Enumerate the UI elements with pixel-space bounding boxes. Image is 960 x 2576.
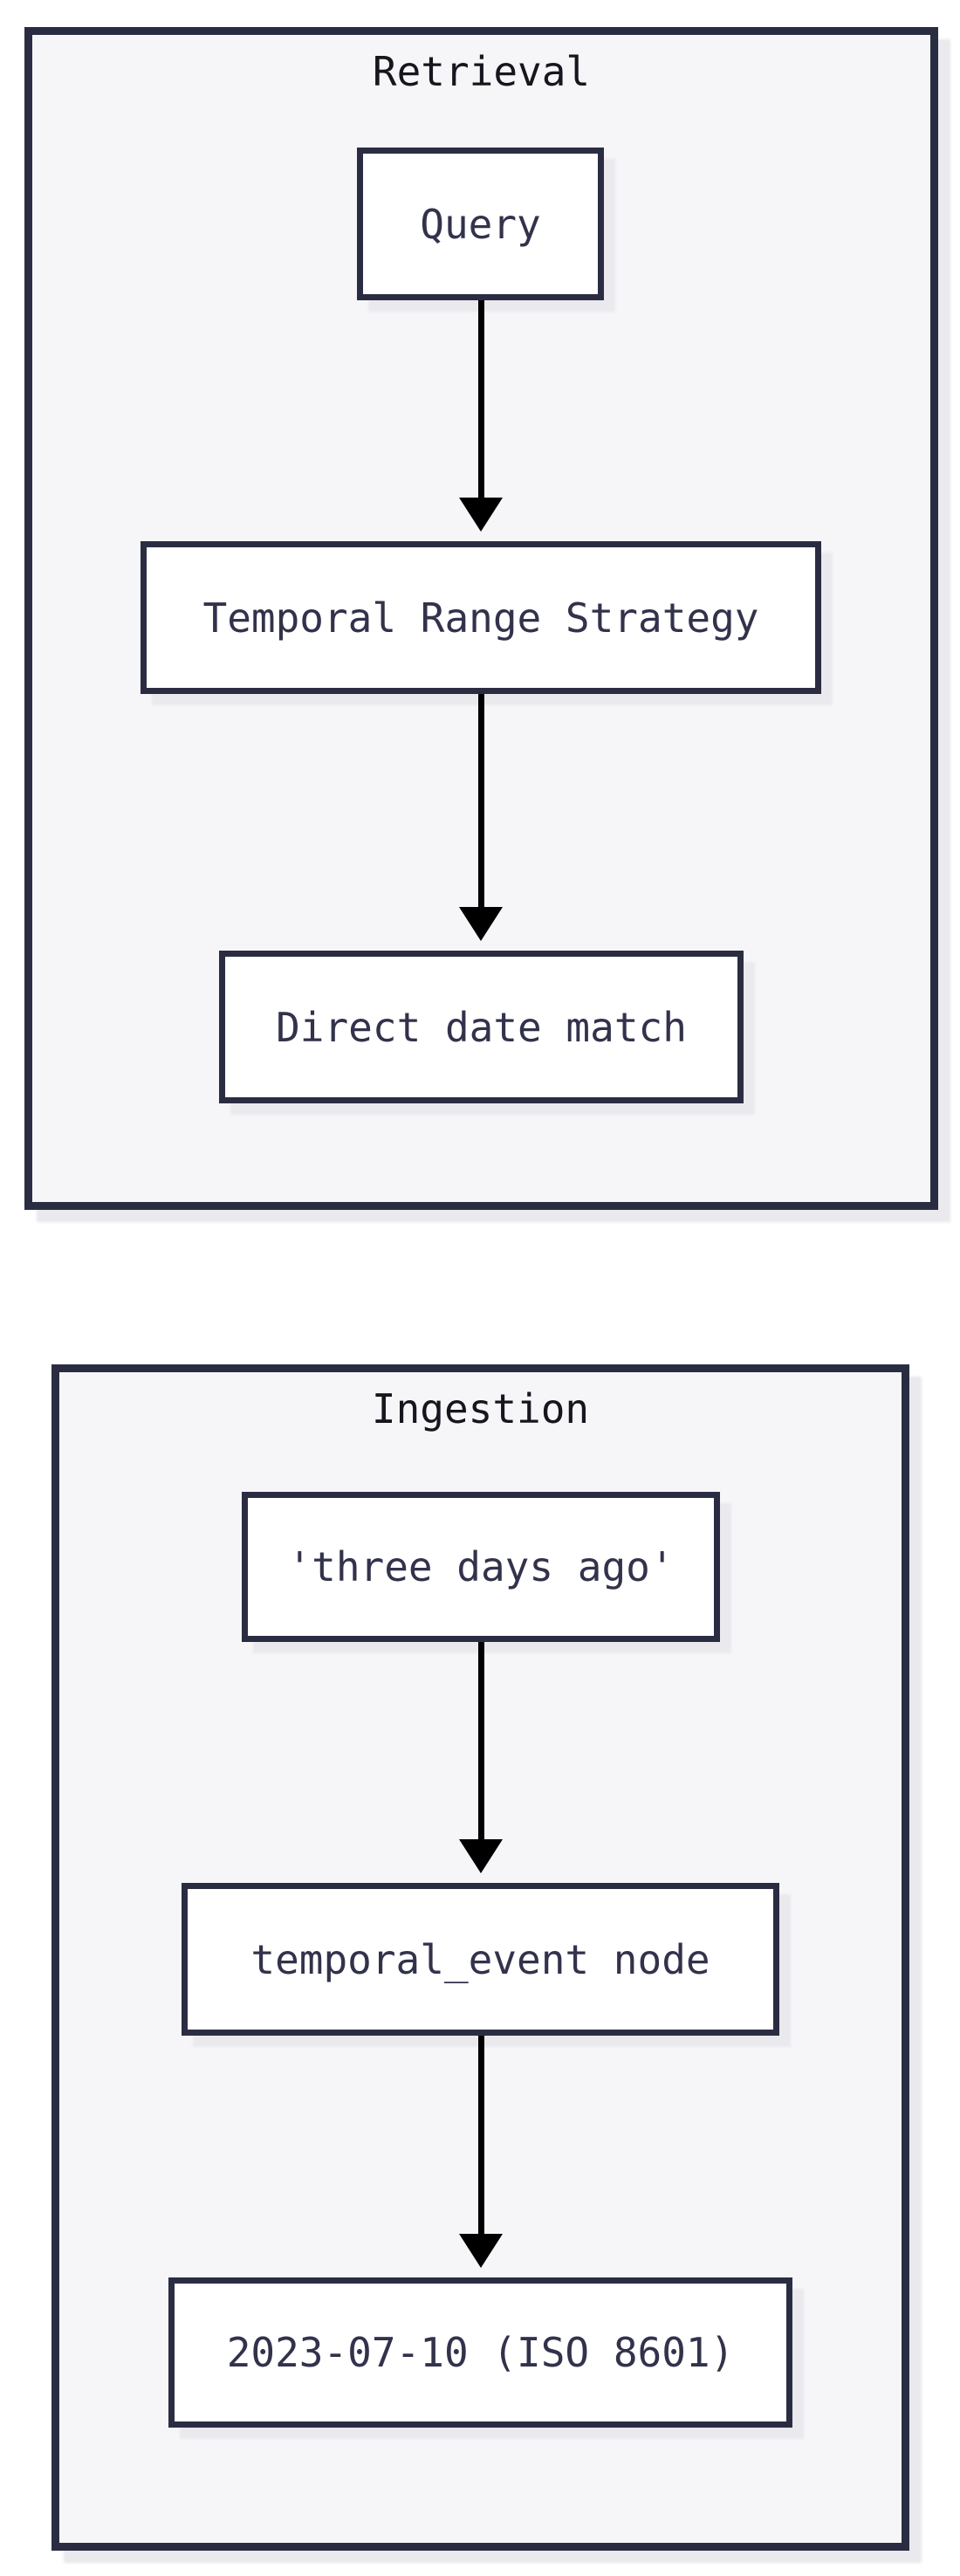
edge-query-to-strategy-arrowhead-icon (459, 498, 503, 532)
edge-strategy-to-direct-match-line (478, 694, 484, 910)
node-query-label: Query (420, 200, 541, 248)
edge-phrase-to-temporal-event-line (478, 1642, 484, 1843)
node-temporal-event: temporal_event node (182, 1883, 779, 2036)
edge-strategy-to-direct-match-arrowhead-icon (459, 907, 503, 941)
cluster-ingestion-title: Ingestion (371, 1385, 590, 1432)
node-three-days-ago: 'three days ago' (242, 1492, 720, 1642)
node-temporal-range-strategy: Temporal Range Strategy (141, 541, 821, 694)
cluster-retrieval-title: Retrieval (372, 48, 591, 95)
node-iso-date-label: 2023-07-10 (ISO 8601) (226, 2329, 735, 2376)
edge-query-to-strategy-line (478, 300, 484, 501)
node-temporal-range-strategy-label: Temporal Range Strategy (202, 594, 759, 642)
node-direct-date-match-label: Direct date match (276, 1003, 687, 1051)
node-three-days-ago-label: 'three days ago' (287, 1543, 675, 1590)
edge-temporal-event-to-iso-arrowhead-icon (459, 2234, 503, 2268)
node-query: Query (357, 148, 604, 300)
node-direct-date-match: Direct date match (219, 951, 744, 1103)
edge-temporal-event-to-iso-line (478, 2036, 484, 2237)
node-temporal-event-label: temporal_event node (250, 1935, 710, 1983)
edge-phrase-to-temporal-event-arrowhead-icon (459, 1839, 503, 1873)
node-iso-date: 2023-07-10 (ISO 8601) (168, 2277, 792, 2428)
